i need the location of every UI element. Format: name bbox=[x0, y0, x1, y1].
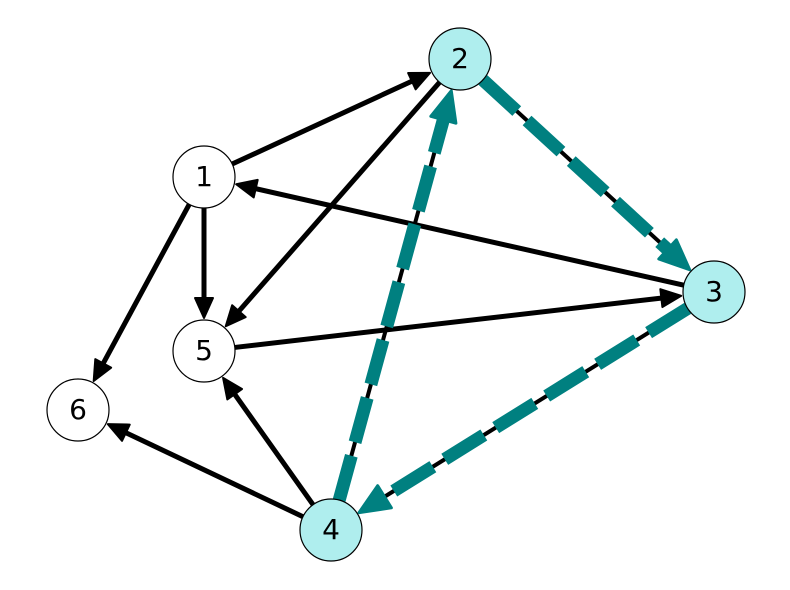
highlight-edge-line bbox=[332, 118, 450, 502]
arrowhead bbox=[224, 304, 247, 328]
node-circle bbox=[172, 145, 236, 209]
edge-4-to-2 bbox=[332, 89, 458, 502]
edge-4-to-5 bbox=[222, 376, 316, 507]
arrowhead bbox=[194, 297, 214, 319]
arrowhead bbox=[407, 71, 432, 91]
arrowhead bbox=[659, 288, 683, 309]
edge-1-to-6 bbox=[92, 203, 192, 382]
node-circle bbox=[299, 498, 363, 562]
node-3: 3 bbox=[682, 260, 746, 324]
arrowhead bbox=[657, 238, 692, 272]
edges-layer bbox=[92, 71, 692, 519]
edge-line bbox=[123, 429, 305, 519]
node-2: 2 bbox=[428, 27, 492, 91]
edge-4-to-6 bbox=[106, 423, 305, 519]
arrowhead bbox=[357, 484, 393, 515]
arrowhead bbox=[222, 376, 244, 401]
node-circle bbox=[46, 378, 110, 442]
nodes-layer: 1 2 3 4 5 6 bbox=[46, 27, 746, 562]
arrowhead bbox=[106, 423, 131, 442]
edge-line bbox=[100, 203, 192, 367]
edge-1-to-5 bbox=[194, 208, 214, 319]
node-label: 3 bbox=[705, 275, 723, 308]
arrowhead bbox=[429, 89, 458, 125]
node-4: 4 bbox=[299, 498, 363, 562]
node-label: 4 bbox=[322, 513, 340, 546]
edge-line bbox=[253, 185, 685, 288]
node-5: 5 bbox=[172, 319, 236, 383]
edge-3-to-4 bbox=[357, 302, 692, 515]
node-label: 6 bbox=[69, 393, 87, 426]
edge-2-to-5 bbox=[224, 80, 442, 328]
edge-line bbox=[231, 391, 316, 507]
node-label: 1 bbox=[195, 160, 213, 193]
arrowhead bbox=[235, 178, 259, 199]
edge-line bbox=[383, 306, 689, 499]
arrowhead bbox=[92, 358, 113, 382]
edge-5-to-3 bbox=[234, 288, 683, 350]
edge-line bbox=[234, 295, 664, 350]
edge-2-to-3 bbox=[478, 75, 692, 272]
node-circle bbox=[682, 260, 746, 324]
edge-line bbox=[231, 78, 415, 167]
edge-line bbox=[235, 80, 442, 315]
node-6: 6 bbox=[46, 378, 110, 442]
node-circle bbox=[428, 27, 492, 91]
edge-3-to-1 bbox=[235, 178, 685, 288]
edge-1-to-2 bbox=[231, 71, 432, 167]
node-1: 1 bbox=[172, 145, 236, 209]
node-label: 2 bbox=[451, 42, 469, 75]
node-label: 5 bbox=[195, 334, 213, 367]
node-circle bbox=[172, 319, 236, 383]
highlight-edge-line bbox=[478, 75, 672, 255]
